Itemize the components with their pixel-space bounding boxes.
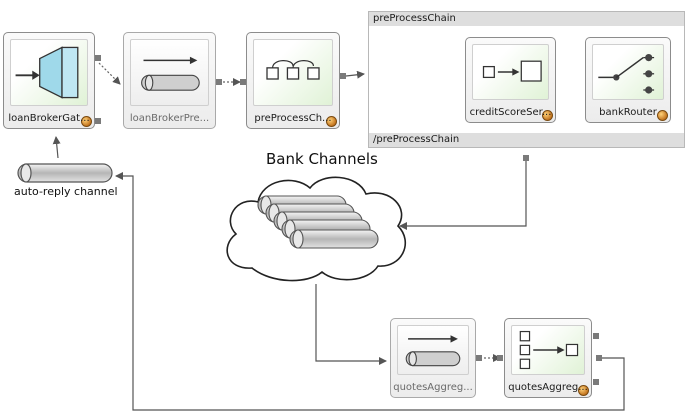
channel-stack-icon <box>257 195 379 249</box>
port-chain-in[interactable] <box>240 79 246 85</box>
chain-icon <box>266 60 320 80</box>
port-chainbox-out[interactable] <box>523 155 529 161</box>
auto-reply-channel-label: auto-reply channel <box>14 185 118 198</box>
port-chain-out[interactable] <box>340 73 346 79</box>
node-credit-score-service[interactable]: creditScoreSer... <box>465 37 556 123</box>
connector-aggregator-to-autoreply <box>115 172 625 411</box>
node-loan-broker-gateway[interactable]: loanBrokerGat... <box>3 32 95 129</box>
bean-icon <box>542 110 553 121</box>
bank-channels-label: Bank Channels <box>266 150 378 168</box>
port-gateway-out[interactable] <box>95 55 101 61</box>
port-aggregator-out[interactable] <box>596 355 602 361</box>
port-gateway-reply[interactable] <box>95 118 101 124</box>
node-quotes-aggregator[interactable]: quotesAggreg... <box>504 318 592 398</box>
port-aggregator-in[interactable] <box>497 355 503 361</box>
port-aggregator-top[interactable] <box>593 333 599 339</box>
node-label: bankRouter <box>599 107 657 118</box>
connector-bankchannels-to-quoteschannel <box>315 284 387 365</box>
port-quoteschannel-out[interactable] <box>476 355 482 361</box>
enricher-icon <box>482 60 542 82</box>
connector-gateway-to-prechannel <box>98 62 121 85</box>
bean-icon <box>81 116 92 127</box>
connector-autoreply-to-gateway <box>52 136 61 159</box>
node-label: loanBrokerPre... <box>129 113 210 124</box>
node-label: loanBrokerGat... <box>8 113 90 124</box>
bean-icon <box>657 110 668 121</box>
port-aggregator-bottom[interactable] <box>593 379 599 385</box>
channel-icon <box>141 56 200 91</box>
node-pre-process-ch[interactable]: preProcessCh... <box>246 32 340 129</box>
node-bank-router[interactable]: bankRouter <box>585 37 671 123</box>
port-prechannel-out[interactable] <box>216 79 222 85</box>
aggregator-icon <box>519 330 579 370</box>
connector-chain-to-bankchannels <box>399 159 527 230</box>
node-quotes-aggreg-channel[interactable]: quotesAggreg... <box>390 318 476 398</box>
bank-channels-cloud[interactable] <box>218 168 414 286</box>
router-icon <box>598 54 655 94</box>
chain-footer: /preProcessChain <box>369 133 684 147</box>
connector-chain-to-chainbox <box>345 70 365 79</box>
bean-icon <box>326 116 337 127</box>
node-label: preProcessCh... <box>254 113 332 124</box>
auto-reply-channel-icon[interactable] <box>16 160 116 186</box>
gateway-icon <box>15 46 79 99</box>
bean-icon <box>578 385 589 396</box>
node-loan-broker-pre[interactable]: loanBrokerPre... <box>123 32 216 129</box>
node-label: quotesAggreg... <box>508 382 588 393</box>
node-label: quotesAggreg... <box>393 382 473 393</box>
node-label: creditScoreSer... <box>469 107 552 118</box>
channel-icon <box>405 335 461 367</box>
chain-title: preProcessChain <box>369 12 684 26</box>
